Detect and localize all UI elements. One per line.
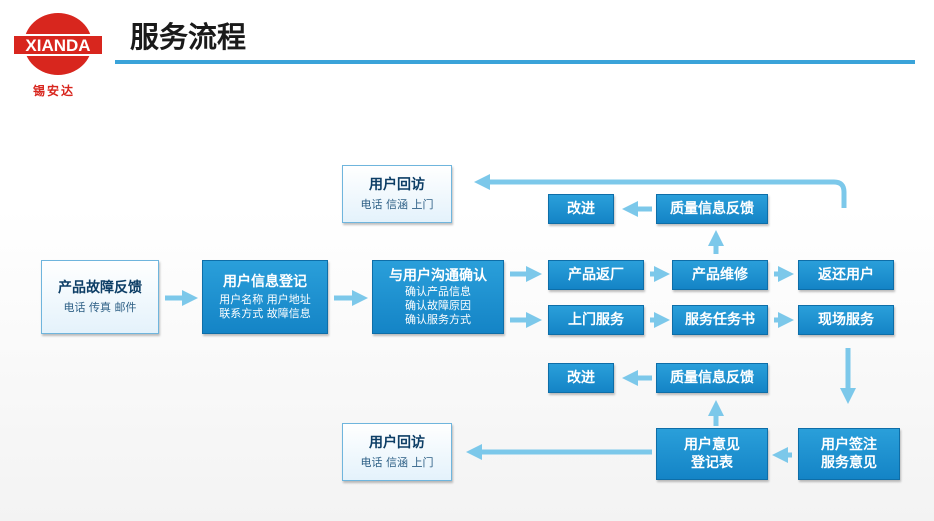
node-improve-top[interactable]: 改进 — [548, 194, 614, 224]
node-return-factory[interactable]: 产品返厂 — [548, 260, 644, 290]
node-return-user[interactable]: 返还用户 — [798, 260, 894, 290]
node-user-sign[interactable]: 用户签注 服务意见 — [798, 428, 900, 480]
node-onsite-service[interactable]: 上门服务 — [548, 305, 644, 335]
node-title: 质量信息反馈 — [670, 370, 754, 386]
node-confirm[interactable]: 与用户沟通确认 确认产品信息 确认故障原因 确认服务方式 — [372, 260, 504, 334]
node-fault-feedback[interactable]: 产品故障反馈 电话 传真 邮件 — [41, 260, 159, 334]
node-sub-2: 联系方式 故障信息 — [219, 307, 311, 320]
arrow-returnuser-visit — [473, 173, 847, 208]
logo-brand-text: XIANDA — [25, 36, 90, 55]
node-field-service[interactable]: 现场服务 — [798, 305, 894, 335]
node-title-1: 用户签注 — [821, 437, 877, 453]
node-service-task-book[interactable]: 服务任务书 — [672, 305, 768, 335]
node-user-opinion-form[interactable]: 用户意见 登记表 — [656, 428, 768, 480]
node-sub: 电话 信涵 上门 — [360, 456, 434, 469]
node-user-visit-top[interactable]: 用户回访 电话 信涵 上门 — [342, 165, 452, 223]
node-sub-3: 确认服务方式 — [405, 313, 471, 326]
node-title: 与用户沟通确认 — [389, 268, 487, 284]
node-title: 返还用户 — [818, 267, 874, 283]
node-title: 服务任务书 — [685, 312, 755, 328]
node-title-1: 用户意见 — [684, 437, 740, 453]
node-improve-bottom[interactable]: 改进 — [548, 363, 614, 393]
node-title: 产品返厂 — [568, 267, 624, 283]
node-sub: 电话 信涵 上门 — [360, 198, 434, 211]
node-user-register[interactable]: 用户信息登记 用户名称 用户地址 联系方式 故障信息 — [202, 260, 328, 334]
node-title: 产品维修 — [692, 267, 748, 283]
node-title: 产品故障反馈 — [58, 280, 142, 296]
node-sub: 电话 传真 邮件 — [63, 301, 137, 314]
node-title: 改进 — [567, 201, 595, 217]
node-title: 用户回访 — [369, 177, 425, 193]
node-title-2: 登记表 — [691, 455, 733, 471]
node-title: 用户信息登记 — [223, 274, 307, 290]
logo-chinese-text: 锡安达 — [32, 84, 75, 98]
logo: XIANDA 锡安达 — [10, 8, 106, 98]
node-sub-1: 确认产品信息 — [405, 285, 471, 298]
node-quality-feedback-bottom[interactable]: 质量信息反馈 — [656, 363, 768, 393]
page-title: 服务流程 — [130, 20, 247, 54]
node-product-repair[interactable]: 产品维修 — [672, 260, 768, 290]
node-title: 改进 — [567, 370, 595, 386]
node-quality-feedback-top[interactable]: 质量信息反馈 — [656, 194, 768, 224]
node-title: 现场服务 — [818, 312, 874, 328]
node-title-2: 服务意见 — [821, 455, 877, 471]
node-title: 用户回访 — [369, 435, 425, 451]
node-title: 上门服务 — [568, 312, 624, 328]
node-title: 质量信息反馈 — [670, 201, 754, 217]
node-user-visit-bottom[interactable]: 用户回访 电话 信涵 上门 — [342, 423, 452, 481]
node-sub-1: 用户名称 用户地址 — [219, 293, 311, 306]
title-divider — [115, 60, 915, 64]
xianda-logo-icon: XIANDA — [12, 13, 104, 75]
node-sub-2: 确认故障原因 — [405, 299, 471, 312]
